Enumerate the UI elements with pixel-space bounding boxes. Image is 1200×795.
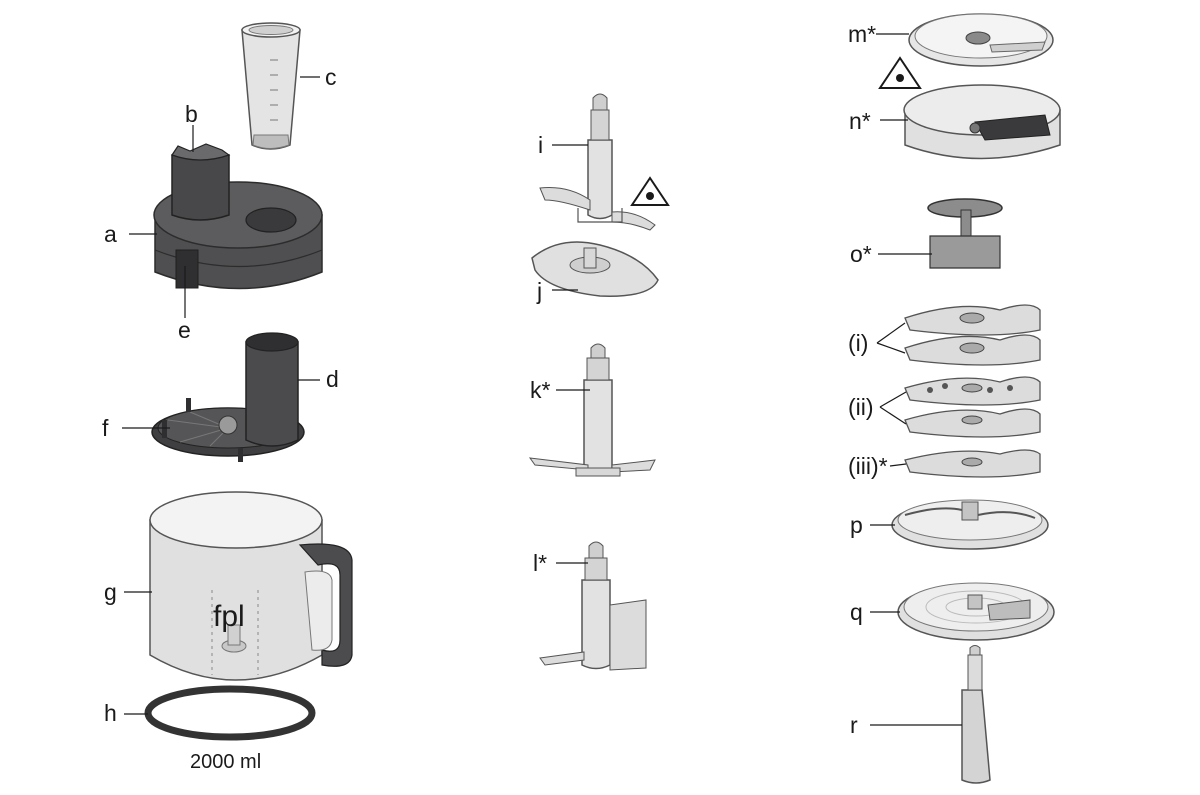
label-insert-i: (i) xyxy=(848,330,869,356)
label-insert-ii: (ii) xyxy=(848,394,874,420)
label-c: c xyxy=(325,64,337,90)
label-f: f xyxy=(102,415,109,441)
blade-j xyxy=(531,241,659,297)
label-m: m* xyxy=(848,21,877,47)
label-g: g xyxy=(104,579,117,605)
disc-p xyxy=(891,499,1049,550)
label-a: a xyxy=(104,221,117,247)
insert-ii xyxy=(904,376,1041,438)
label-h: h xyxy=(104,700,117,726)
insert-iii xyxy=(904,449,1041,478)
label-d: d xyxy=(326,366,339,392)
label-n: n* xyxy=(849,108,871,134)
processing-bowl xyxy=(149,491,353,681)
label-i: i xyxy=(538,132,544,158)
leader-lines xyxy=(122,33,962,726)
pusher-o xyxy=(927,198,1003,269)
label-o: o* xyxy=(850,241,872,267)
seal-ring xyxy=(144,685,316,741)
capacity-caption: 2000 ml xyxy=(190,751,262,773)
measuring-beaker xyxy=(241,22,301,150)
chopper-blade-i xyxy=(539,93,656,231)
label-r: r xyxy=(850,712,858,738)
warning-icon xyxy=(630,176,670,206)
label-j: j xyxy=(537,278,543,304)
spindle-r xyxy=(961,645,991,784)
label-p: p xyxy=(850,512,863,538)
warning-icon-2 xyxy=(878,56,922,89)
lid-with-chute xyxy=(153,143,323,290)
label-e: e xyxy=(178,317,191,343)
slicing-disc-m xyxy=(908,13,1054,67)
label-l: l* xyxy=(533,550,548,576)
label-k: k* xyxy=(530,377,551,403)
bowl-brand-text: fpl xyxy=(213,600,245,633)
whisk-l xyxy=(539,541,647,671)
feed-tube-base xyxy=(151,332,305,462)
disc-q xyxy=(897,582,1055,641)
label-insert-iii: (iii)* xyxy=(848,453,888,479)
insert-i xyxy=(904,304,1041,366)
blade-k xyxy=(528,343,656,477)
disc-holder-n xyxy=(903,84,1061,160)
label-q: q xyxy=(850,599,863,625)
label-b: b xyxy=(185,101,198,127)
